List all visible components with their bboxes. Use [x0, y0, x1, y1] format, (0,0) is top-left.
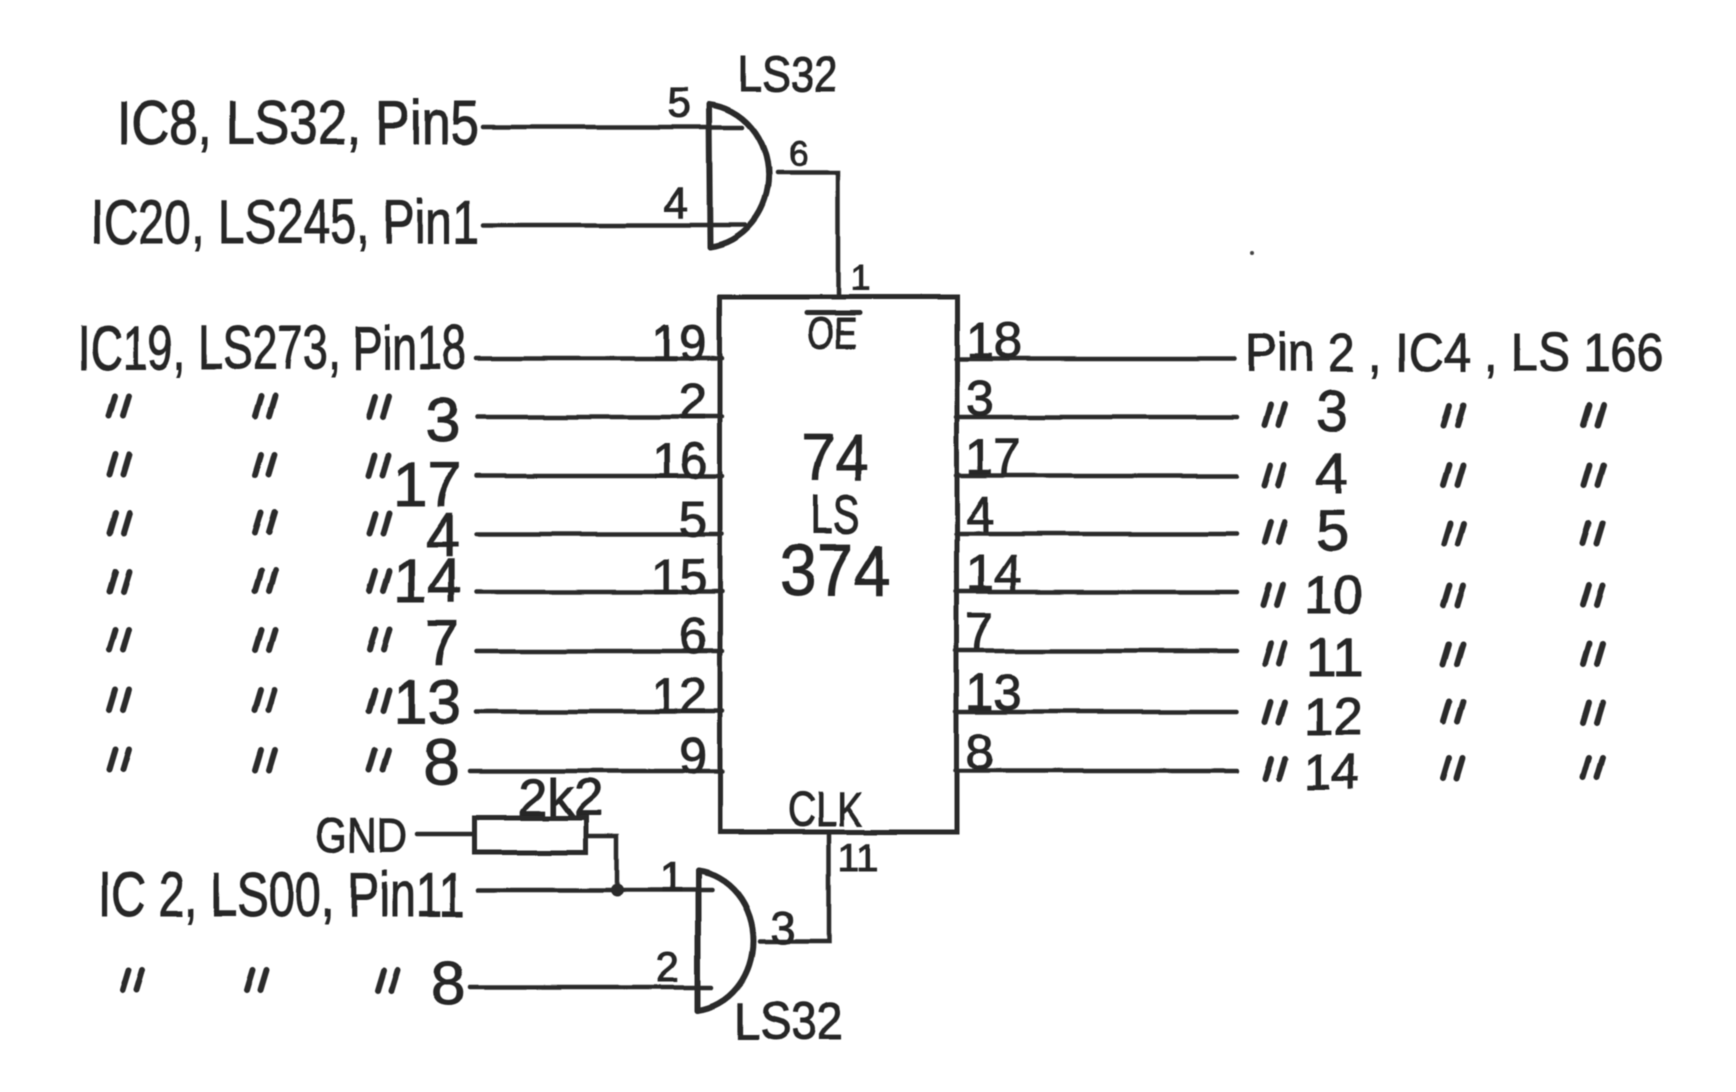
svg-text:9: 9 — [679, 728, 707, 784]
svg-text:74: 74 — [802, 420, 869, 493]
svg-text:4: 4 — [966, 487, 994, 543]
svg-text:LS32: LS32 — [734, 993, 843, 1051]
svg-text:8: 8 — [966, 724, 994, 780]
svg-text:19: 19 — [651, 315, 707, 371]
svg-text:5: 5 — [667, 79, 690, 126]
svg-text:7: 7 — [966, 604, 994, 660]
svg-text:13: 13 — [393, 668, 462, 737]
svg-text:LS32: LS32 — [738, 48, 837, 102]
svg-text:17: 17 — [393, 451, 462, 520]
svg-text:1: 1 — [850, 257, 870, 298]
svg-text:12: 12 — [651, 668, 707, 724]
svg-text:4: 4 — [1316, 441, 1348, 506]
svg-text:OE: OE — [807, 309, 857, 358]
svg-text:7: 7 — [426, 609, 460, 678]
svg-text:3: 3 — [426, 387, 460, 456]
svg-text:11: 11 — [838, 837, 879, 880]
svg-text:18: 18 — [966, 312, 1022, 368]
svg-text:2: 2 — [656, 943, 679, 990]
svg-text:11: 11 — [1306, 626, 1363, 688]
svg-text:8: 8 — [423, 725, 460, 799]
svg-text:14: 14 — [966, 545, 1022, 601]
svg-text:IC20, LS245, Pin1: IC20, LS245, Pin1 — [90, 188, 479, 257]
svg-text:16: 16 — [651, 433, 707, 489]
svg-text:3: 3 — [771, 902, 796, 953]
svg-text:GND: GND — [315, 810, 407, 863]
svg-text:3: 3 — [1316, 379, 1348, 444]
svg-text:15: 15 — [651, 549, 707, 605]
svg-text:14: 14 — [393, 547, 462, 616]
svg-text:IC 2, LS00, Pin11: IC 2, LS00, Pin11 — [98, 861, 465, 930]
svg-text:6: 6 — [788, 133, 808, 174]
svg-text:CLK: CLK — [788, 784, 863, 837]
svg-text:Pin 2 , IC4 , LS 166: Pin 2 , IC4 , LS 166 — [1245, 323, 1664, 383]
svg-text:8: 8 — [431, 950, 465, 1019]
svg-text:2k2: 2k2 — [518, 769, 603, 827]
svg-text:IC19, LS273, Pin18: IC19, LS273, Pin18 — [78, 314, 467, 383]
svg-text:17: 17 — [966, 429, 1022, 485]
svg-text:1: 1 — [660, 853, 683, 900]
svg-text:5: 5 — [679, 491, 707, 547]
svg-text:3: 3 — [966, 370, 994, 426]
svg-text:4: 4 — [663, 179, 687, 228]
svg-text:13: 13 — [966, 664, 1022, 720]
svg-text:6: 6 — [679, 608, 707, 664]
svg-text:4: 4 — [426, 501, 460, 570]
svg-text:2: 2 — [679, 374, 707, 430]
svg-text:5: 5 — [1316, 499, 1348, 564]
svg-text:LS: LS — [810, 483, 860, 547]
svg-text:10: 10 — [1304, 566, 1363, 625]
svg-text:374: 374 — [780, 532, 891, 611]
svg-text:IC8, LS32, Pin5: IC8, LS32, Pin5 — [117, 89, 479, 158]
svg-text:12: 12 — [1304, 688, 1362, 746]
svg-text:14: 14 — [1304, 744, 1360, 800]
